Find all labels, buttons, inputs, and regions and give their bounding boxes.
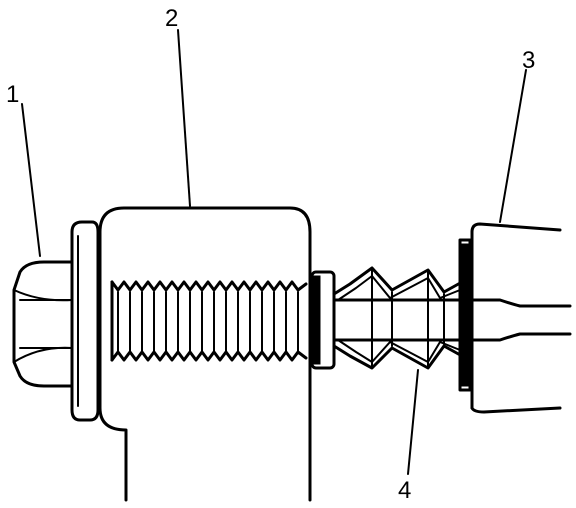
callout-label-1: 1 [6, 81, 19, 108]
callout-label-4: 4 [398, 477, 411, 504]
callout-leaders [21, 29, 527, 475]
leader-4 [407, 369, 419, 475]
block-part-2 [98, 206, 312, 502]
threaded-shaft [110, 280, 308, 362]
callout-label-2: 2 [165, 5, 178, 32]
bolt-part-1 [12, 220, 100, 422]
leader-1 [21, 103, 41, 257]
leader-3 [499, 69, 527, 223]
housing-part-3 [440, 222, 572, 414]
nut-washer [310, 270, 336, 370]
leader-2 [177, 29, 191, 207]
callout-label-3: 3 [522, 47, 535, 74]
bellows-part-4 [332, 266, 464, 370]
